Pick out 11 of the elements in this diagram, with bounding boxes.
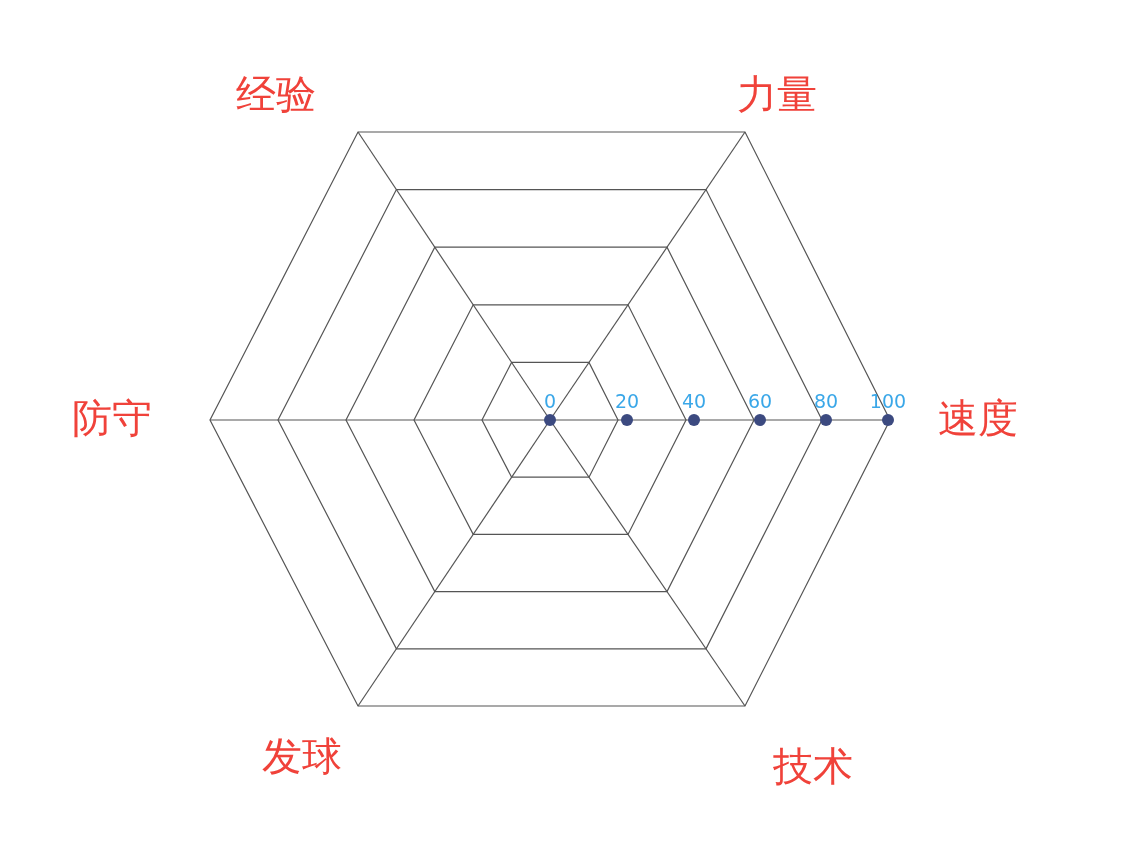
axis-label: 发球: [262, 732, 342, 780]
tick-label: 0: [543, 390, 557, 412]
tick-label: 80: [813, 390, 839, 412]
tick-label: 20: [614, 390, 640, 412]
axis-label: 防守: [72, 394, 152, 442]
axis-label: 力量: [737, 70, 817, 118]
axis-label: 技术: [773, 742, 853, 790]
axis-label: 速度: [938, 394, 1018, 442]
tick-label: 60: [747, 390, 773, 412]
axis-label: 经验: [236, 70, 316, 118]
tick-label: 40: [681, 390, 707, 412]
